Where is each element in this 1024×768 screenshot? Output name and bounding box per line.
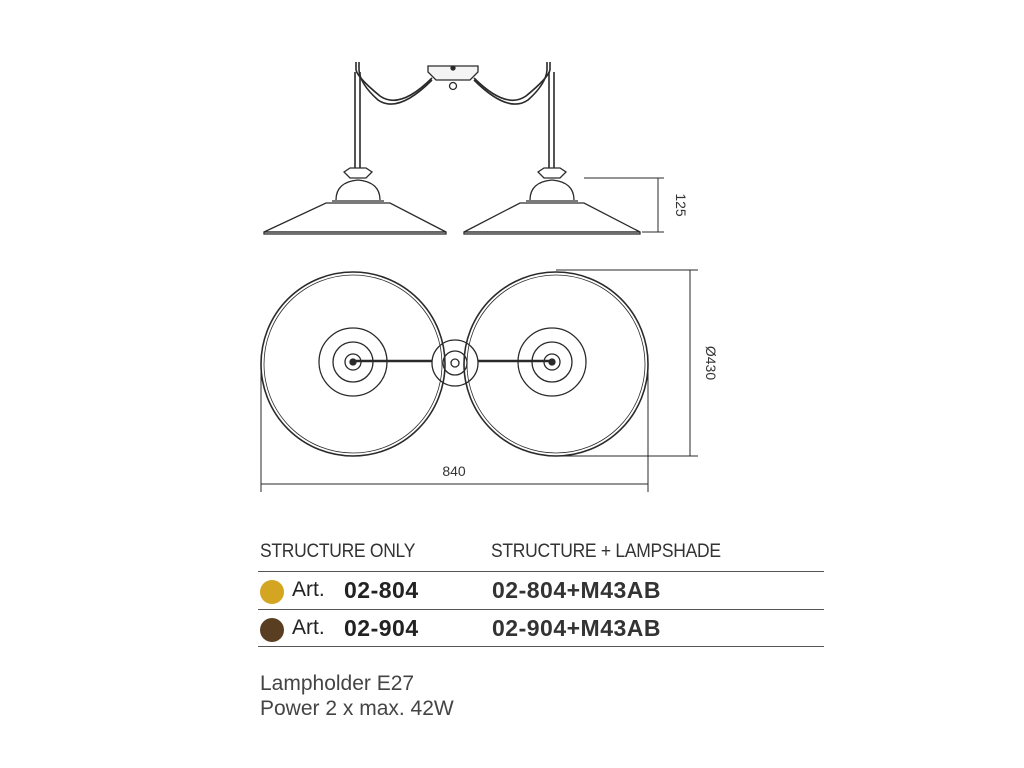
width-dimension: [260, 370, 649, 492]
lamp-plan-right: [463, 271, 649, 457]
diameter-label: Ø430: [703, 346, 719, 380]
table-divider: [258, 609, 824, 610]
art-label: Art.: [292, 578, 325, 601]
header-structure-only: STRUCTURE ONLY: [260, 541, 416, 562]
header-structure-lampshade: STRUCTURE + LAMPSHADE: [491, 541, 721, 562]
width-label: 840: [442, 463, 466, 479]
diameter-dimension: [556, 269, 698, 457]
canopy-plan: [431, 339, 479, 387]
table-row: Art. 02-804 02-804+M43AB: [258, 575, 824, 611]
height-dimension: [584, 177, 664, 233]
lamp-elevation-left: [263, 167, 447, 235]
art-label: Art.: [292, 616, 325, 639]
spec-power: Power 2 x max. 42W: [260, 697, 454, 720]
table-divider: [258, 571, 824, 572]
article-combo-code: 02-904+M43AB: [492, 615, 662, 641]
lamp-elevation-right: [463, 167, 641, 235]
cable: [354, 62, 555, 168]
article-code: 02-904: [344, 615, 419, 641]
table-row: Art. 02-904 02-904+M43AB: [258, 613, 824, 649]
color-swatch-brass: [260, 580, 284, 604]
table-divider: [258, 646, 824, 647]
height-label: 125: [673, 193, 689, 217]
lamp-plan-left: [260, 271, 446, 457]
ceiling-canopy: [427, 65, 479, 91]
spec-lampholder: Lampholder E27: [260, 672, 415, 695]
technical-drawing: 125 Ø430 840: [260, 62, 719, 492]
color-swatch-bronze: [260, 618, 284, 642]
article-code: 02-804: [344, 577, 419, 603]
article-combo-code: 02-804+M43AB: [492, 577, 662, 603]
